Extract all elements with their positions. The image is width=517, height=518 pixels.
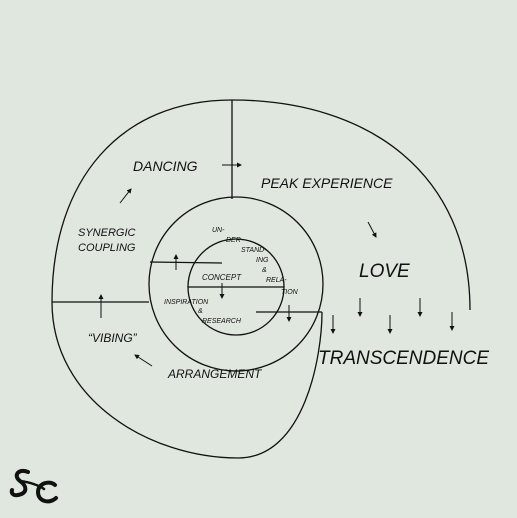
label-dancing: DANCING — [133, 158, 198, 174]
label-coupling: COUPLING — [78, 242, 136, 254]
label-understanding-7: TION — [281, 289, 299, 296]
label-understanding-1: UN- — [212, 227, 225, 234]
label-understanding-5: & — [262, 267, 267, 274]
label-research: RESEARCH — [202, 318, 242, 325]
label-vibing: “VIBING” — [88, 331, 138, 345]
outer-spiral-line — [51, 99, 471, 459]
middle-circle — [148, 196, 324, 372]
arrow-peak-to-love — [367, 221, 377, 238]
label-understanding-4: ING — [256, 257, 269, 264]
label-inspiration-amp: & — [198, 308, 203, 315]
label-peak-experience: PEAK EXPERIENCE — [261, 175, 393, 191]
logo-mark — [9, 469, 58, 504]
arrow-arrangement-to-vibing — [134, 354, 153, 367]
label-understanding-2: DER- — [226, 237, 244, 244]
label-concept: CONCEPT — [202, 273, 242, 282]
divider-inner-left — [149, 261, 223, 264]
inner-semicircle — [187, 286, 285, 336]
label-love: LOVE — [359, 261, 410, 282]
label-arrangement: ARRANGEMENT — [167, 367, 263, 381]
label-transcendence: TRANSCENDENCE — [318, 348, 489, 369]
label-synergic: SYNERGIC — [78, 227, 136, 239]
label-understanding-3: STAND- — [241, 247, 267, 254]
label-inspiration: INSPIRATION — [164, 299, 209, 306]
arrow-coupling-to-dancing — [119, 188, 132, 204]
label-understanding-6: RELA- — [266, 277, 287, 284]
inner-arc-top — [187, 238, 285, 288]
